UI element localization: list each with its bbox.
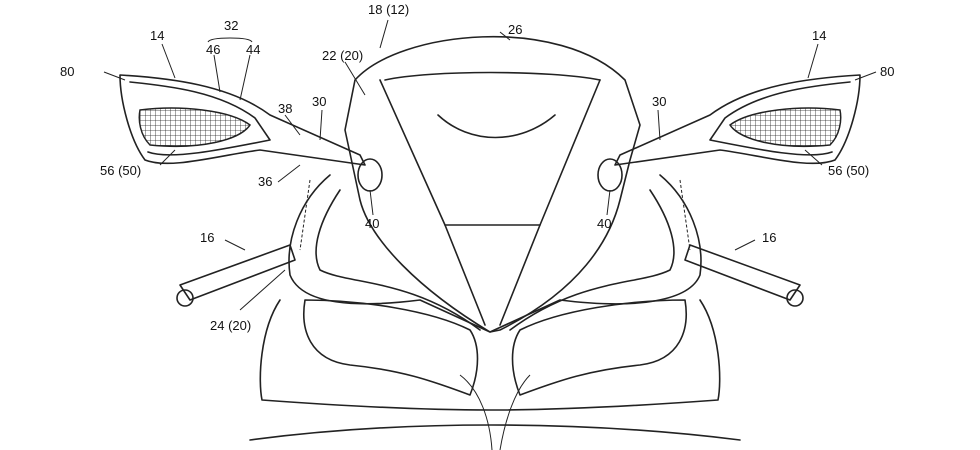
label-16-left: 16	[200, 230, 214, 245]
handlebar-right	[684, 244, 801, 301]
label-40-left: 40	[365, 216, 379, 231]
lower-cowl	[259, 299, 721, 411]
label-46: 46	[206, 42, 220, 57]
windscreen	[344, 35, 641, 333]
lamp-left	[138, 107, 252, 148]
label-30-right: 30	[652, 94, 666, 109]
mirror-right	[614, 74, 861, 166]
lamp-right	[728, 107, 842, 148]
label-36: 36	[258, 174, 272, 189]
label-56-50-left: 56 (50)	[100, 163, 141, 178]
label-24-20: 24 (20)	[210, 318, 251, 333]
label-32: 32	[224, 18, 238, 33]
label-18-12: 18 (12)	[368, 2, 409, 17]
label-80-right: 80	[880, 64, 894, 79]
label-40-right: 40	[597, 216, 611, 231]
label-14-right: 14	[812, 28, 826, 43]
label-14-left: 14	[150, 28, 164, 43]
label-26: 26	[508, 22, 522, 37]
label-30-left: 30	[312, 94, 326, 109]
handlebar-left	[179, 244, 296, 301]
upper-cowl	[288, 174, 702, 333]
label-16-right: 16	[762, 230, 776, 245]
label-80-left: 80	[60, 64, 74, 79]
label-38: 38	[278, 101, 292, 116]
label-22-20: 22 (20)	[322, 48, 363, 63]
mirror-left	[119, 74, 366, 166]
label-44: 44	[246, 42, 260, 57]
label-56-50-right: 56 (50)	[828, 163, 869, 178]
